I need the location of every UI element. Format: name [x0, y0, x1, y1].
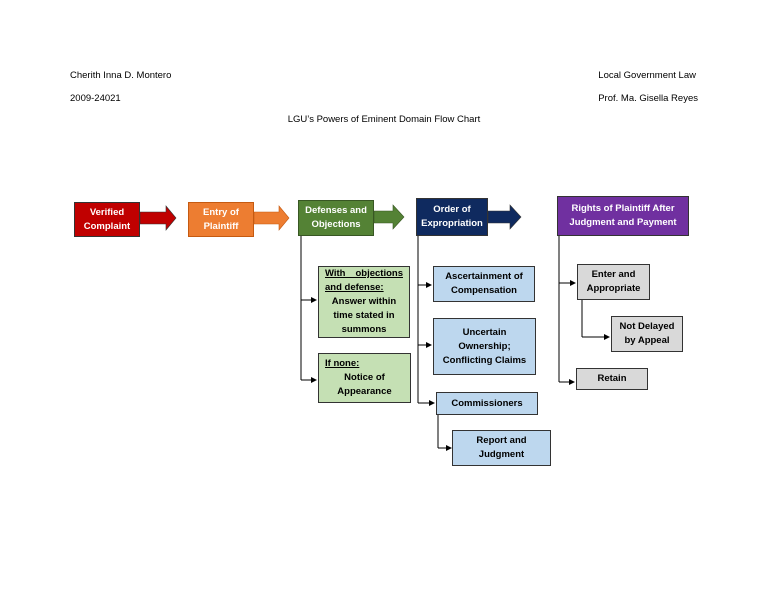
not-delayed-box: Not Delayed by Appeal	[611, 316, 683, 352]
and-defense-heading: and defense:	[325, 282, 384, 293]
student-id: 2009-24021	[70, 93, 121, 104]
answer-line1: Answer within	[331, 296, 397, 307]
course-name: Local Government Law	[598, 70, 696, 81]
report-line1: Report and	[476, 435, 527, 446]
green-block-arrow	[373, 204, 405, 230]
step-label-line2: Plaintiff	[203, 220, 239, 232]
ascertainment-line2: Compensation	[451, 285, 517, 296]
step-label-line2: Expropriation	[421, 218, 483, 229]
red-block-arrow	[139, 205, 177, 231]
entry-of-plaintiff-box: Entry of Plaintiff	[188, 202, 254, 237]
enter-line2: Appropriate	[586, 283, 641, 294]
retain-box: Retain	[576, 368, 648, 390]
step-label-line2: Complaint	[83, 220, 131, 232]
step-label-line1: Entry of	[203, 206, 239, 218]
report-and-judgment-box: Report and Judgment	[452, 430, 551, 466]
if-none-box: If none: Notice of Appearance	[318, 353, 411, 403]
uncertain-line1: Uncertain	[462, 326, 507, 338]
navy-block-arrow	[487, 204, 522, 230]
commissioners-box: Commissioners	[436, 392, 538, 415]
answer-line3: summons	[341, 324, 387, 335]
step-label-line1: Order of	[433, 204, 471, 215]
enter-and-appropriate-box: Enter and Appropriate	[577, 264, 650, 300]
retain-label: Retain	[597, 373, 627, 384]
notice-line2: Appearance	[337, 386, 392, 397]
author-name: Cherith Inna D. Montero	[70, 70, 172, 81]
uncertain-line2: Ownership;	[458, 340, 511, 352]
step-label-line1: Verified	[89, 206, 125, 218]
uncertain-ownership-box: Uncertain Ownership; Conflicting Claims	[433, 318, 536, 375]
answer-line2: time stated in	[333, 310, 395, 321]
uncertain-line3: Conflicting Claims	[442, 354, 527, 366]
enter-line1: Enter and	[591, 269, 636, 280]
notice-line1: Notice of	[344, 372, 385, 383]
orange-block-arrow	[253, 205, 290, 231]
ascertainment-box: Ascertainment of Compensation	[433, 266, 535, 302]
with-objections-box: With objections and defense: Answer with…	[318, 266, 410, 338]
defenses-and-objections-box: Defenses and Objections	[298, 200, 374, 236]
step-label-line2: Judgment and Payment	[569, 217, 677, 228]
step-label-line1: Defenses and	[305, 205, 367, 216]
order-of-expropriation-box: Order of Expropriation	[416, 198, 488, 236]
verified-complaint-box: Verified Complaint	[74, 202, 140, 237]
professor-name: Prof. Ma. Gisella Reyes	[598, 93, 698, 104]
if-none-heading: If none:	[325, 358, 360, 369]
step-label-line2: Objections	[311, 219, 361, 230]
flowchart-title: LGU’s Powers of Eminent Domain Flow Char…	[287, 114, 481, 125]
commissioners-label: Commissioners	[451, 397, 523, 409]
not-delayed-line1: Not Delayed	[619, 321, 675, 332]
not-delayed-line2: by Appeal	[624, 335, 670, 346]
step-label-line1: Rights of Plaintiff After	[571, 203, 675, 214]
with-objections-heading: With objections	[325, 268, 403, 279]
ascertainment-line1: Ascertainment of	[445, 271, 523, 282]
rights-of-plaintiff-box: Rights of Plaintiff After Judgment and P…	[557, 196, 689, 236]
report-line2: Judgment	[478, 449, 525, 460]
